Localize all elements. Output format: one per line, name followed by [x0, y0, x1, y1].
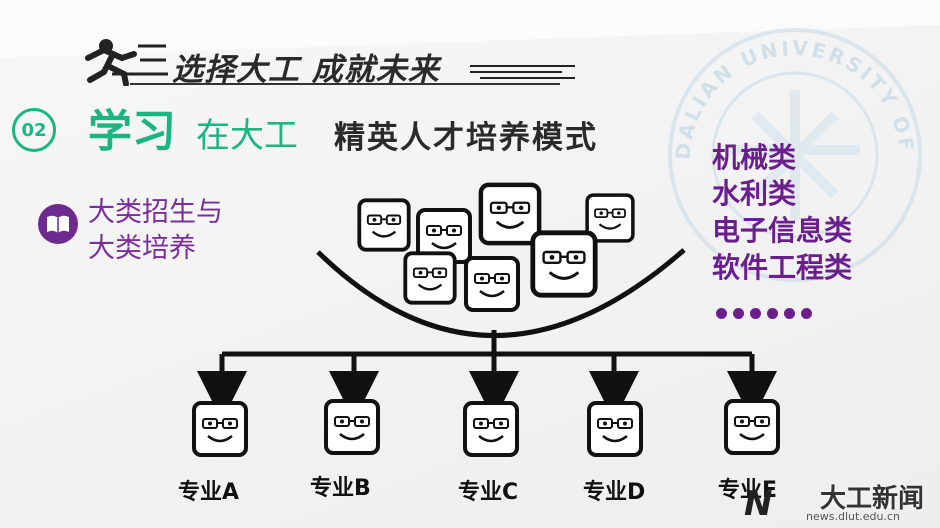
- category-item: 电子信息类: [712, 214, 853, 247]
- section-heading-in-dut: 在大工: [196, 116, 298, 156]
- section-number-badge: 02: [12, 108, 56, 152]
- student-face-icon: [464, 256, 520, 312]
- news-logo-mark: N: [744, 484, 773, 524]
- page-title: 选择大工 成就未来: [172, 52, 440, 88]
- major-label: 专业A: [178, 480, 240, 505]
- category-item: 软件工程类: [712, 251, 853, 284]
- major-student-icon: [463, 401, 519, 457]
- student-face-icon: [403, 251, 457, 305]
- book-icon: [38, 204, 78, 244]
- major-student-icon: [324, 399, 380, 455]
- major-student-icon: [724, 399, 780, 455]
- ellipsis-dot: [767, 308, 778, 319]
- major-label: 专业D: [583, 480, 646, 505]
- news-logo-url: news.dlut.edu.cn: [806, 510, 901, 523]
- section-heading-study: 学习: [88, 106, 176, 157]
- major-label: 专业E: [718, 478, 778, 503]
- title-decor-lines: [470, 65, 575, 79]
- student-face-icon: [533, 233, 595, 295]
- left-note-line1: 大类招生与: [88, 197, 223, 228]
- ellipsis-dot: [733, 308, 744, 319]
- major-student-icon: [587, 401, 643, 457]
- major-label: 专业B: [310, 476, 371, 501]
- category-item: 水利类: [712, 177, 797, 210]
- news-logo-text: 大工新闻: [820, 484, 925, 514]
- student-face-icon: [481, 185, 539, 243]
- section-subtitle: 精英人才培养模式: [334, 120, 598, 156]
- left-note-line2: 大类培养: [88, 233, 196, 264]
- ellipsis-dot: [801, 308, 812, 319]
- ellipsis-dot: [716, 308, 727, 319]
- major-label: 专业C: [458, 480, 519, 505]
- major-student-icon: [192, 401, 248, 457]
- category-item: 机械类: [712, 141, 797, 174]
- ellipsis-dot: [784, 308, 795, 319]
- university-seal-watermark: DALIAN UNIVERSITY OF TECHNOLOGY: [660, 20, 922, 282]
- student-face-icon: [357, 198, 411, 252]
- ellipsis-dot: [750, 308, 761, 319]
